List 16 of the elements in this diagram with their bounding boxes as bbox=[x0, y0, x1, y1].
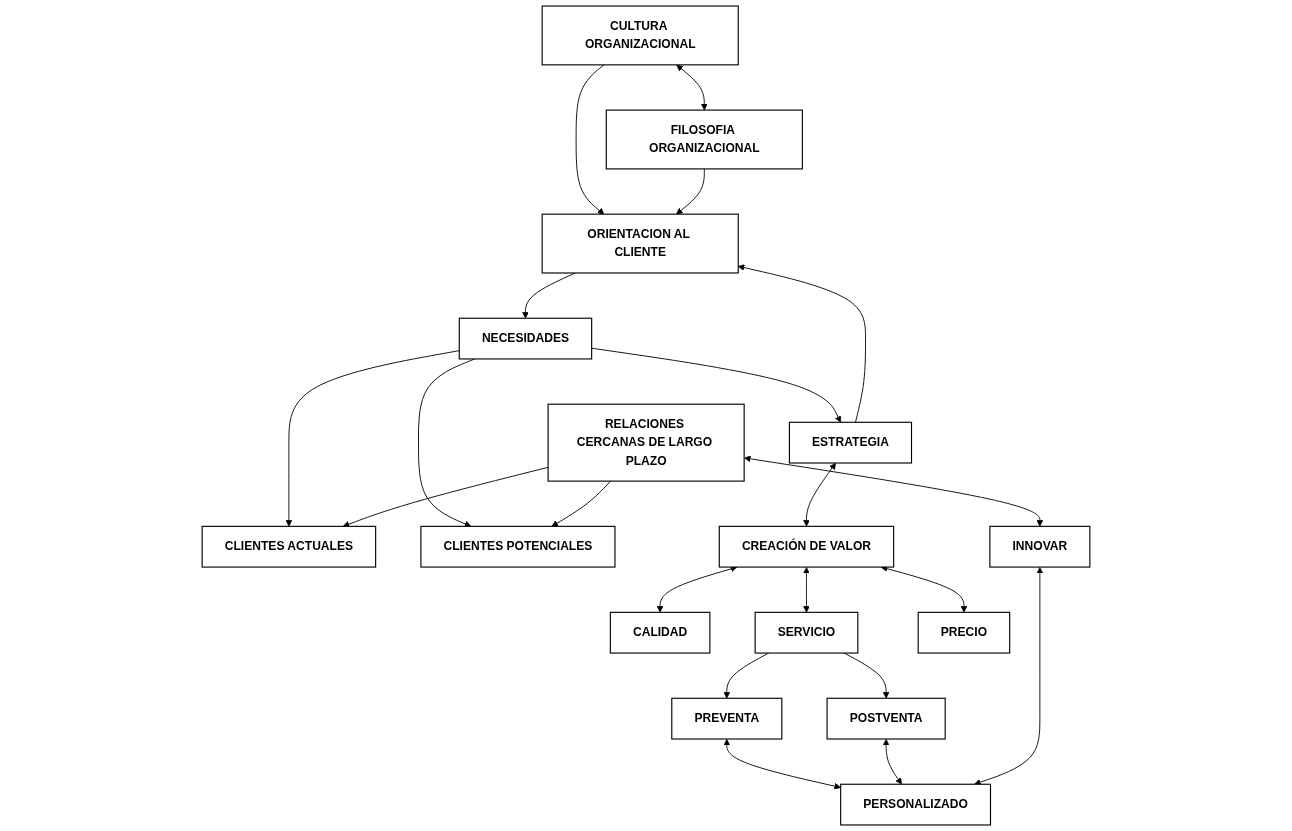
node-box: NECESIDADES bbox=[458, 317, 593, 360]
node-box: PERSONALIZADO bbox=[840, 783, 992, 826]
node-box: INNOVAR bbox=[989, 525, 1091, 568]
node-box: POSTVENTA bbox=[826, 697, 946, 740]
node-box: PREVENTA bbox=[671, 697, 783, 740]
node-box: CALIDAD bbox=[609, 611, 711, 654]
node-box: RELACIONES CERCANAS DE LARGO PLAZO bbox=[547, 403, 745, 482]
node-box: CULTURA ORGANIZACIONAL bbox=[541, 5, 739, 66]
node-box: PRECIO bbox=[917, 611, 1011, 654]
node-box: CREACIÓN DE VALOR bbox=[718, 525, 895, 568]
node-box: CLIENTES POTENCIALES bbox=[420, 525, 616, 568]
node-box: FILOSOFIA ORGANIZACIONAL bbox=[605, 109, 803, 170]
node-box: ORIENTACION AL CLIENTE bbox=[541, 213, 739, 274]
node-box: ESTRATEGIA bbox=[788, 421, 913, 464]
node-box: CLIENTES ACTUALES bbox=[201, 525, 377, 568]
node-box: SERVICIO bbox=[754, 611, 859, 654]
